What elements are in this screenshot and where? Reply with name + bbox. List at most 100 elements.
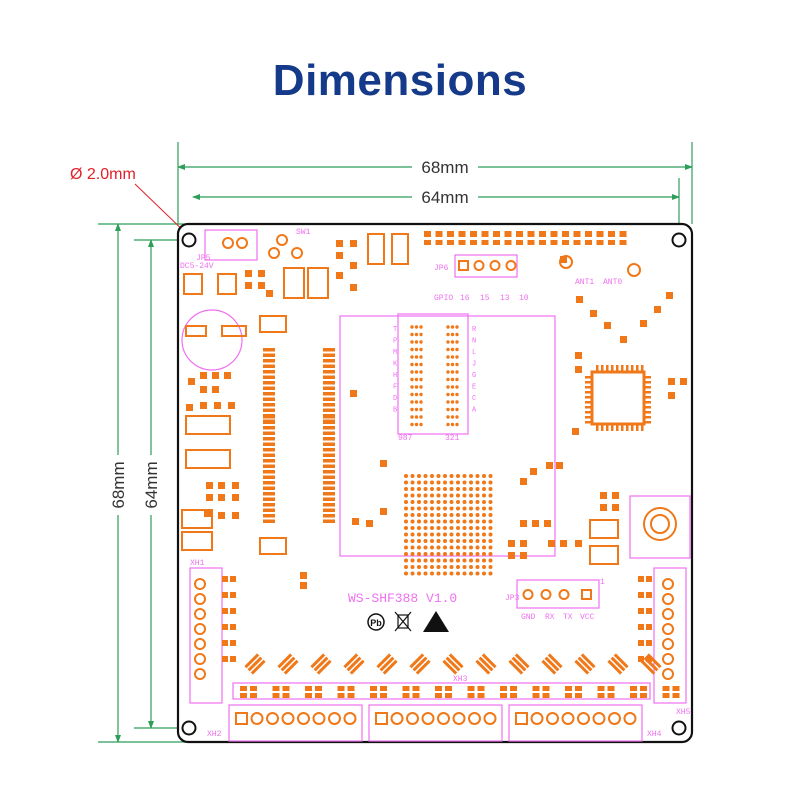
pad (516, 231, 523, 237)
xh4-label: XH4 (647, 730, 662, 739)
smd-pad (600, 504, 607, 511)
soc-ball (475, 487, 480, 491)
pad (585, 240, 592, 245)
resistor-pad (672, 686, 680, 691)
bga-ball (446, 415, 450, 419)
smd-pad (612, 492, 619, 499)
smd-pad (232, 482, 239, 489)
soc-ball (488, 487, 493, 491)
qfp-pin (585, 411, 591, 414)
qfp-pin (621, 425, 624, 431)
connector-pin-pad (235, 712, 248, 725)
bga-ball (450, 407, 455, 412)
soc-ball (404, 532, 408, 537)
resistor-pad (370, 693, 377, 698)
ic-pin (263, 470, 275, 474)
bga-ball (414, 332, 419, 337)
connector-pin-pad (577, 712, 590, 725)
ic-pin (263, 437, 275, 441)
xh5-pin (662, 638, 674, 650)
ic-pin (323, 475, 335, 479)
bga-row-label: E (472, 384, 476, 392)
connector-pin-pad (250, 712, 264, 725)
pad (222, 592, 228, 598)
resistor-pad (500, 693, 507, 698)
ic-pin (323, 364, 335, 368)
pad (516, 240, 523, 245)
xh5-pin (662, 578, 674, 590)
bga-ball (414, 325, 419, 329)
pad (638, 592, 644, 598)
connector-pin-pad (297, 712, 310, 725)
soc-ball (410, 565, 415, 569)
smd-pad (266, 290, 273, 297)
soc-ball (449, 493, 454, 498)
bga-row-label: D (393, 395, 397, 403)
connector-pin-pad (328, 712, 341, 725)
soc-ball (475, 506, 480, 511)
soc-ball (443, 519, 447, 524)
soc-ball (488, 565, 493, 569)
bga-ball (414, 392, 419, 397)
pad (222, 656, 228, 662)
pad (573, 240, 581, 245)
bga-ball (410, 340, 414, 344)
xh2-outline (228, 704, 363, 742)
pad (458, 240, 466, 245)
connector-pin-pad (390, 712, 404, 725)
ic-pin (263, 492, 275, 496)
bga-ball (455, 362, 459, 367)
soc-ball (462, 558, 467, 563)
soc-ball (475, 539, 480, 543)
resistor-pad (532, 686, 540, 691)
smd-pad (212, 386, 219, 393)
xh5-pin (662, 653, 674, 665)
soc-ball (469, 513, 473, 517)
ic-pin (323, 481, 335, 485)
soc-ball (482, 558, 486, 563)
pad (619, 240, 627, 245)
transistor-footprint (442, 653, 464, 675)
ic-pin (323, 453, 335, 457)
soc-ball (469, 493, 473, 498)
soc-ball (482, 526, 486, 530)
soc-ball (423, 539, 428, 543)
bga-ball (446, 377, 450, 382)
soc-ball (456, 519, 460, 524)
smd-pad (520, 552, 527, 559)
resistor-pad (402, 686, 410, 691)
bga-ball (414, 340, 419, 344)
bga-ball (446, 385, 450, 389)
soc-ball (482, 539, 486, 543)
qfp-pin (621, 365, 624, 371)
soc-ball (456, 558, 460, 563)
smd-pad (544, 520, 551, 527)
soc-ball (417, 513, 421, 517)
soc-ball (482, 519, 486, 524)
smd-pad (214, 402, 221, 409)
soc-ball (488, 558, 493, 563)
smd-pad (218, 494, 225, 501)
soc-ball (436, 526, 441, 530)
soc-ball (423, 519, 428, 524)
pad (619, 231, 627, 237)
soc-ball (443, 526, 447, 530)
lead-free-icon (367, 613, 385, 631)
soc-ball (417, 480, 421, 485)
uart-pin-rx: RX (545, 613, 555, 622)
pad (230, 608, 236, 614)
qfp-pin (585, 401, 591, 404)
bga-ball (419, 362, 423, 367)
qfp-pin (645, 406, 651, 409)
soc-ball (417, 558, 421, 563)
resistor-pad (630, 686, 637, 691)
soc-ball (469, 487, 473, 491)
soc-ball (469, 532, 473, 537)
bga-ball (450, 400, 455, 404)
soc-ball (423, 513, 428, 517)
soc-ball (410, 571, 415, 576)
ic-pin (323, 415, 335, 419)
soc-ball (430, 506, 434, 511)
bga-ball (455, 415, 459, 419)
soc-ball (475, 519, 480, 524)
